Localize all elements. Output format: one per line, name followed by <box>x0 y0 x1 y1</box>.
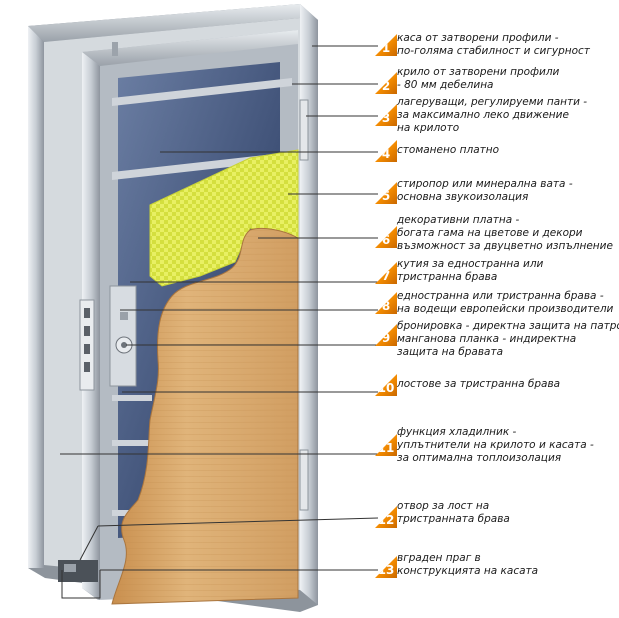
callout-7-line-2: тристранна брава <box>397 271 498 283</box>
callout-text-7: кутия за едностранна или тристранна брав… <box>397 258 617 284</box>
callout-6-line-2: богата гама на цветове и декори <box>397 227 583 239</box>
callout-2-line-1: крило от затворени профили <box>397 66 560 78</box>
callout-3-line-1: лагеруващи, регулируеми панти - <box>397 96 588 108</box>
callout-9-line-1: бронировка - директна защита на патрона; <box>397 320 619 332</box>
callout-text-3: лагеруващи, регулируеми панти - за макси… <box>397 96 617 135</box>
callout-6-line-1: декоративни платна - <box>397 214 520 226</box>
threshold <box>58 560 98 582</box>
callout-3-line-3: на крилото <box>397 122 460 134</box>
callout-3-line-2: за максимално леко движение <box>397 109 569 121</box>
leader-line-12 <box>97 517 379 527</box>
callout-text-1: каса от затворени профили - по-голяма ст… <box>397 32 617 58</box>
callout-4-line-1: стоманено платно <box>397 144 500 156</box>
callout-11-line-2: уплътнители на крилото и касата - <box>397 439 594 451</box>
callout-text-9: бронировка - директна защита на патрона;… <box>397 320 619 359</box>
leader-lines <box>60 45 379 599</box>
callout-text-4: стоманено платно <box>397 144 617 157</box>
callout-5-line-1: стиропор или минерална вата - <box>397 178 573 190</box>
callout-text-2: крило от затворени профили - 80 мм дебел… <box>397 66 617 92</box>
callout-11-line-3: за оптимална топлоизолация <box>397 452 562 464</box>
hinge <box>299 99 309 161</box>
callout-text-12: отвор за лост на тристранната брава <box>397 500 617 526</box>
callout-5-line-2: основна звукоизолация <box>397 191 529 203</box>
callout-text-13: вграден праг в конструкцията на касата <box>397 552 617 578</box>
frame-lock-strip <box>79 299 95 391</box>
callout-text-11: функция хладилник - уплътнители на крило… <box>397 426 617 465</box>
leader-line-12b <box>79 525 99 561</box>
leader-line-13b <box>61 570 101 599</box>
callout-12-line-1: отвор за лост на <box>397 500 490 512</box>
callout-2-line-2: - 80 мм дебелина <box>397 79 494 91</box>
callout-text-6: декоративни платна - богата гама на цвет… <box>397 214 617 253</box>
callout-12-line-2: тристранната брава <box>397 513 510 525</box>
callout-text-5: стиропор или минерална вата - основна зв… <box>397 178 617 204</box>
callout-11-line-1: функция хладилник - <box>397 426 517 438</box>
callout-7-line-1: кутия за едностранна или <box>397 258 544 270</box>
callout-10-line-1: лостове за тристранна брава <box>397 378 561 390</box>
callout-9-line-2: манганова планка - индиректна <box>397 333 577 345</box>
callout-8-line-2: на водещи европейски производители <box>397 303 614 315</box>
callout-6-line-3: възможност за двуцветно изпълнение <box>397 240 613 252</box>
callout-text-10: лостове за тристранна брава <box>397 378 617 391</box>
callout-1-line-2: по-голяма стабилност и сигурност <box>397 45 590 57</box>
callout-8-line-1: едностранна или тристранна брава - <box>397 290 604 302</box>
hinge <box>299 449 309 511</box>
stiffener-bar <box>112 395 152 401</box>
callout-text-8: едностранна или тристранна брава - на во… <box>397 290 617 316</box>
stiffener-bar <box>112 440 152 446</box>
callout-13-line-2: конструкцията на касата <box>397 565 539 577</box>
callout-13-line-1: вграден праг в <box>397 552 481 564</box>
lock-box <box>109 285 137 387</box>
hinge-pin <box>112 42 118 56</box>
decorative-wood-panel <box>111 227 299 605</box>
callout-1-line-1: каса от затворени профили - <box>397 32 559 44</box>
callout-9-line-3: защита на бравата <box>397 346 504 358</box>
stiffener-bar <box>112 78 292 106</box>
